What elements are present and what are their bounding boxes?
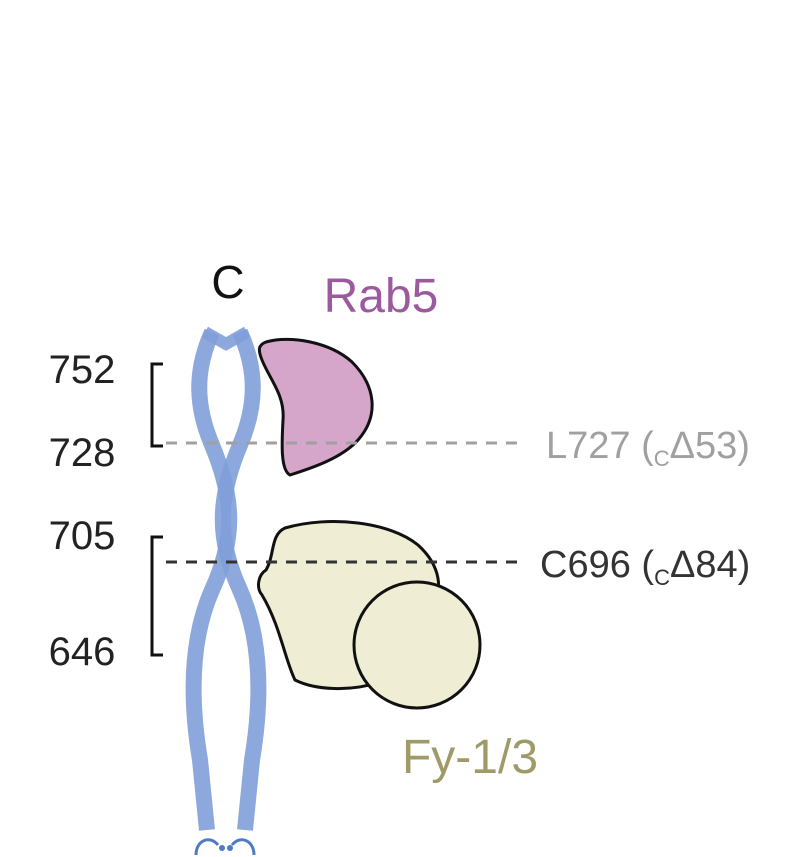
fy-shape-small xyxy=(352,580,482,710)
rab5-shape xyxy=(257,337,374,477)
rab5-label: Rab5 xyxy=(324,270,439,323)
helix-top-cap xyxy=(202,326,250,351)
helix-strand-1 xyxy=(185,328,238,831)
fy-binding-bracket xyxy=(150,535,163,657)
residue-728-label: 728 xyxy=(49,431,116,475)
helix-strand-2 xyxy=(214,328,267,831)
l727-truncation-label: L727 (CΔ53) xyxy=(546,425,750,471)
residue-646-label: 646 xyxy=(49,630,116,674)
rab5-binding-bracket xyxy=(150,362,163,448)
residue-752-label: 752 xyxy=(49,348,116,392)
residue-705-label: 705 xyxy=(49,514,116,558)
fy-label: Fy-1/3 xyxy=(402,731,538,784)
bottom-anchor-icon xyxy=(194,838,256,856)
c696-truncation-label: C696 (CΔ84) xyxy=(540,544,750,590)
c-terminus-label: C xyxy=(211,256,244,308)
coiled-coil-helix xyxy=(185,326,267,831)
